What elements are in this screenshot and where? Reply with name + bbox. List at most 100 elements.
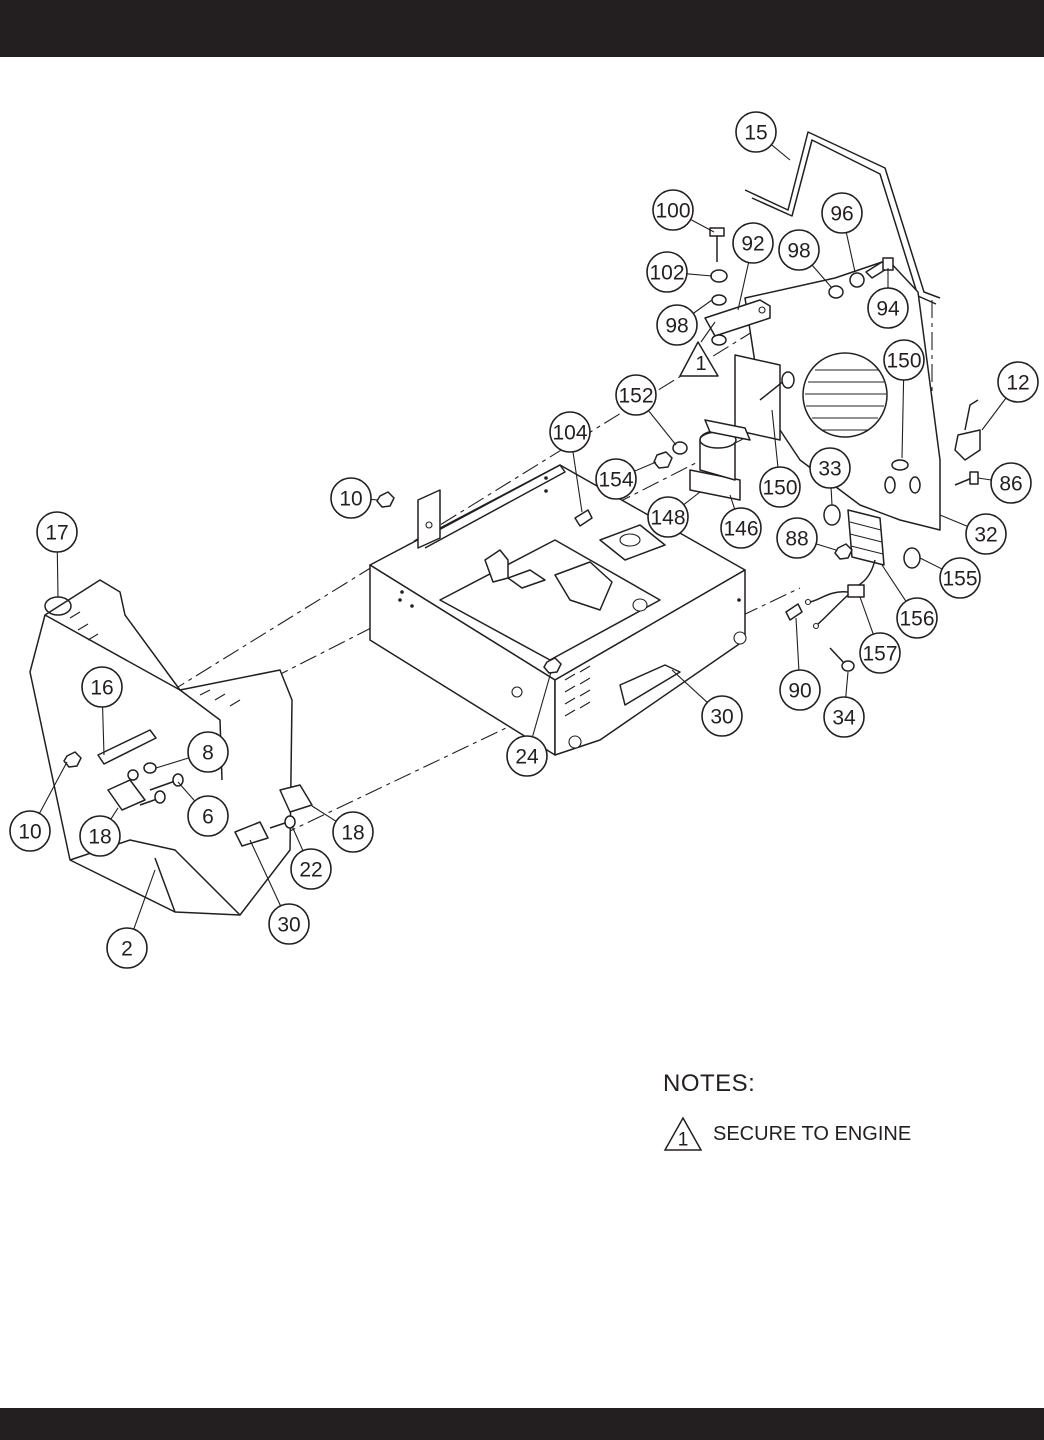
part-callout-150: 150 (883, 339, 925, 381)
callout-circle (867, 287, 909, 329)
main-frame-deck (369, 464, 747, 756)
carriage-screw (759, 371, 795, 401)
callout-circle (656, 304, 698, 346)
part-callout-30: 30 (268, 903, 310, 945)
callout-number: 12 (1006, 372, 1029, 395)
part-callout-30: 30 (701, 695, 743, 737)
callout-leader-line (859, 596, 874, 635)
part-callout-10: 10 (330, 477, 372, 519)
note-triangle-label: 1 (678, 1130, 689, 1151)
part-callout-2: 2 (106, 927, 148, 969)
callout-number: 30 (277, 914, 300, 937)
callout-circle (506, 735, 548, 777)
callout-circle (701, 695, 743, 737)
callout-number: 102 (649, 262, 684, 285)
callout-leader-line (155, 757, 190, 769)
part-callout-156: 156 (896, 597, 938, 639)
callout-circle (778, 229, 820, 271)
callout-number: 30 (710, 706, 733, 729)
callout-circle (939, 557, 981, 599)
callout-leader-line (690, 218, 715, 233)
solenoid-nut-washer (653, 441, 688, 469)
hex-nut (834, 543, 853, 560)
callout-circle (549, 411, 591, 453)
callout-circle (79, 815, 121, 857)
frame-bolt (829, 647, 855, 672)
callout-circle (290, 848, 332, 890)
callout-circle (652, 189, 694, 231)
callout-number: 15 (744, 122, 767, 145)
callout-leader-line (737, 262, 750, 311)
callout-circle (965, 513, 1007, 555)
callout-leader-line (249, 839, 282, 907)
callout-circle (809, 447, 851, 489)
wire-harness (804, 559, 876, 630)
callout-leader-line (683, 491, 701, 506)
callout-leader-line (370, 498, 379, 501)
callout-number: 155 (942, 568, 977, 591)
note-triangle-icon: 1 (663, 1116, 703, 1151)
callout-number: 94 (876, 298, 900, 321)
callout-leader-line (634, 461, 657, 472)
part-callout-146: 146 (720, 507, 762, 549)
part-callout-12: 12 (997, 361, 1039, 403)
notes-block: NOTES: 1 SECURE TO ENGINE (663, 1070, 1023, 1152)
callout-leader-line (845, 671, 849, 698)
callout-leader-line (771, 144, 791, 161)
callout-leader-line (939, 514, 968, 527)
callout-circle (896, 597, 938, 639)
callout-circle (647, 496, 689, 538)
callout-leader-line (919, 557, 943, 570)
part-callout-22: 22 (290, 848, 332, 890)
callout-circle (9, 810, 51, 852)
hex-nut (543, 657, 562, 674)
callout-circle (883, 339, 925, 381)
callout-number: 10 (339, 488, 362, 511)
callout-number: 98 (787, 240, 810, 263)
choke-control (954, 399, 981, 461)
callout-number: 8 (202, 742, 214, 765)
callout-number: 32 (974, 524, 997, 547)
callout-leader-line (811, 264, 833, 289)
callout-number: 24 (515, 746, 539, 769)
callout-number: 92 (741, 233, 764, 256)
bottom-footer-band (0, 1408, 1044, 1440)
callout-number: 148 (650, 507, 685, 530)
callout-number: 146 (723, 518, 758, 541)
frame-vent-slots (564, 665, 591, 717)
part-callout-15: 15 (735, 111, 777, 153)
frame-corner-bracket (417, 489, 441, 549)
callout-number: 90 (788, 680, 811, 703)
note-marker-triangle: 1 (679, 341, 719, 377)
callout-number: 16 (90, 677, 113, 700)
callout-circle (821, 192, 863, 234)
callout-number: 98 (665, 315, 688, 338)
frame-fitting (785, 603, 803, 621)
callout-leader-line (291, 825, 304, 851)
callout-leader-line (881, 564, 907, 602)
callout-circle (36, 511, 78, 553)
part-callout-88: 88 (776, 517, 818, 559)
callout-leader-line (56, 551, 59, 598)
callout-circle (990, 462, 1032, 504)
part-callout-148: 148 (647, 496, 689, 538)
callout-circle (106, 927, 148, 969)
callout-circle (859, 632, 901, 674)
callout-circle (330, 477, 372, 519)
callout-number: 150 (886, 350, 921, 373)
callout-number: 2 (121, 938, 133, 961)
part-callout-8: 8 (187, 731, 229, 773)
callout-number: 18 (341, 822, 364, 845)
part-callout-34: 34 (823, 696, 865, 738)
callout-circle (776, 517, 818, 559)
callout-leader-line (830, 487, 833, 506)
callout-number: 34 (832, 707, 856, 730)
part-callout-100: 100 (652, 189, 694, 231)
part-callout-98: 98 (778, 229, 820, 271)
callout-leader-line (981, 397, 1007, 431)
starter-solenoid (689, 419, 751, 501)
muffler-guard-rod (744, 131, 941, 305)
callout-circle (779, 669, 821, 711)
part-callout-18: 18 (332, 811, 374, 853)
part-callout-18: 18 (79, 815, 121, 857)
